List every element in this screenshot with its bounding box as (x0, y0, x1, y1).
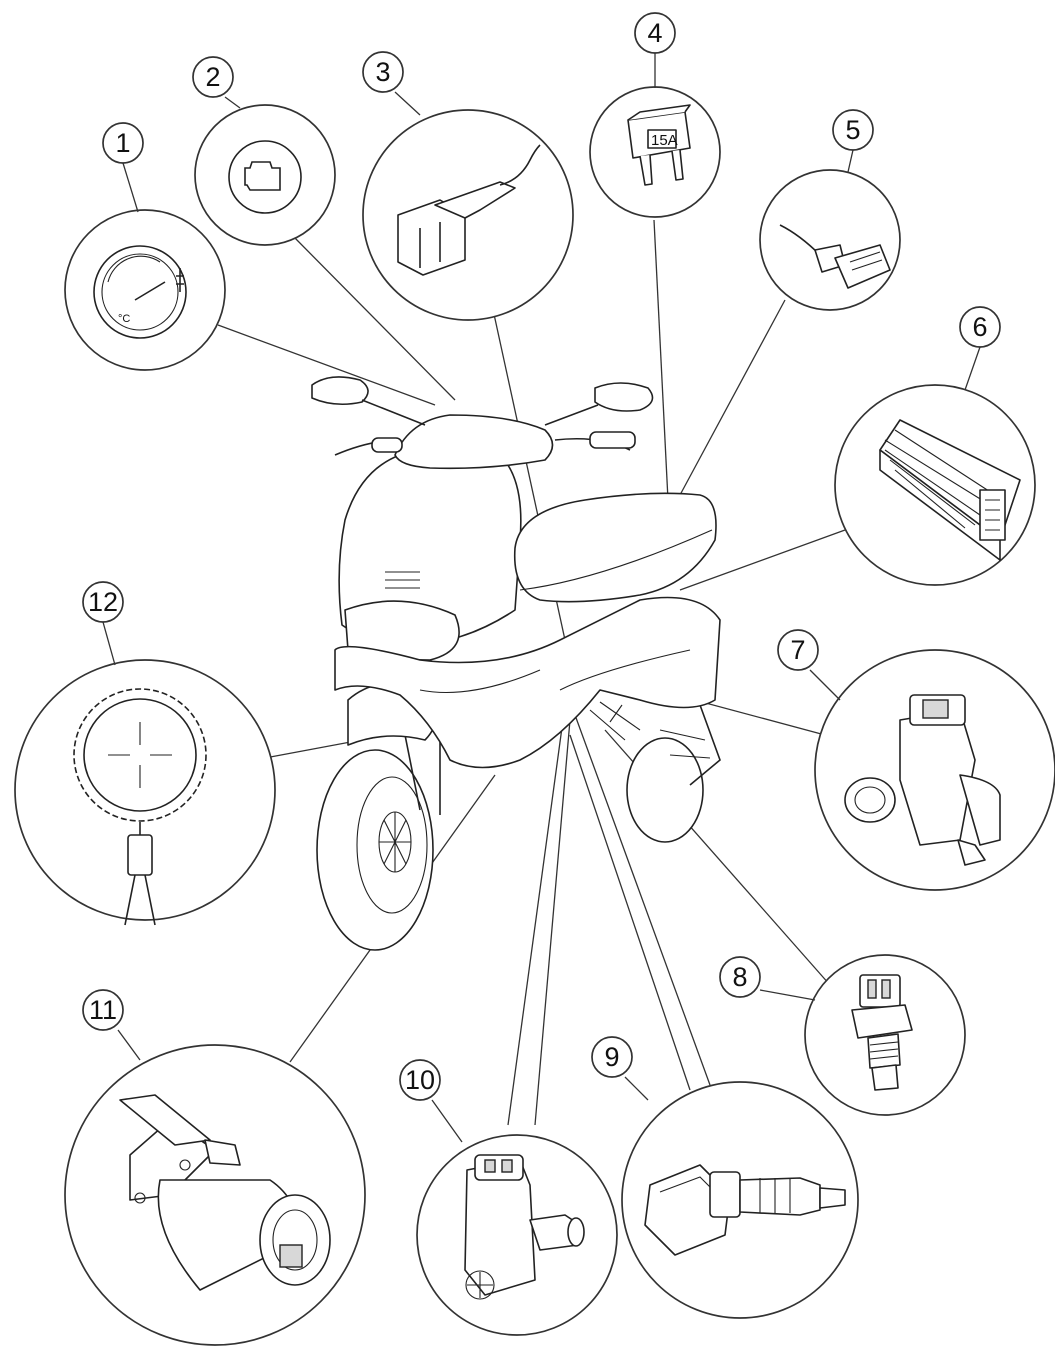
callout-4: 4 (635, 13, 675, 53)
callout-1-label: 1 (115, 128, 130, 158)
coolant-temperature-gauge-icon: °C (94, 246, 186, 338)
detail-5-diagnostic-connector (760, 170, 900, 310)
callout-6: 6 (960, 307, 1000, 347)
callout-1: 1 (103, 123, 143, 163)
callout-3: 3 (363, 52, 403, 92)
callout-8-label: 8 (732, 962, 747, 992)
detail-7-air-valve (815, 650, 1055, 890)
callout-8: 8 (720, 957, 760, 997)
detail-10-pressure-regulator (417, 1135, 617, 1335)
callout-12-label: 12 (88, 587, 118, 617)
callout-5-label: 5 (845, 115, 860, 145)
callout-2: 2 (193, 57, 233, 97)
callout-11: 11 (83, 990, 123, 1030)
detail-9-fuel-injector (622, 1082, 858, 1318)
detail-12-crankshaft-sensor (15, 660, 275, 925)
callout-6-label: 6 (972, 312, 987, 342)
callout-10-label: 10 (405, 1065, 435, 1095)
callout-2-label: 2 (205, 62, 220, 92)
detail-11-fuel-pump (65, 1045, 365, 1345)
callout-5: 5 (833, 110, 873, 150)
callout-7: 7 (778, 630, 818, 670)
detail-1-temperature-gauge: °C (65, 210, 225, 370)
detail-3-bracket-sensor (363, 110, 573, 320)
callout-4-label: 4 (647, 18, 662, 48)
scooter-drawing (312, 377, 720, 950)
engine-warning-light-icon (229, 141, 301, 213)
callout-7-label: 7 (790, 635, 805, 665)
fuse-rating-label: 15A (651, 132, 678, 149)
detail-6-ecu (835, 385, 1035, 585)
callout-11-label: 11 (89, 995, 117, 1025)
callout-10: 10 (400, 1060, 440, 1100)
callout-9-label: 9 (604, 1042, 619, 1072)
gauge-unit-label: °C (118, 313, 130, 325)
detail-8-temperature-sensor (805, 955, 965, 1115)
detail-2-warning-light (195, 105, 335, 245)
callout-12: 12 (83, 582, 123, 622)
callout-3-label: 3 (375, 57, 390, 87)
callout-9: 9 (592, 1037, 632, 1077)
detail-4-fuse: 15A (590, 87, 720, 217)
